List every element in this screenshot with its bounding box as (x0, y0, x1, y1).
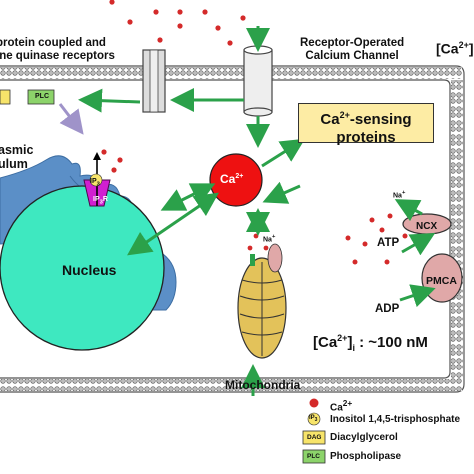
legend-ca-dot (309, 398, 319, 408)
legend-ip3-text: Inositol 1,4,5-trisphosphate (330, 414, 461, 425)
na-mito-label: Na+ (263, 234, 276, 244)
gpcr-receptor-2 (149, 49, 159, 113)
ip3-icon-label: IP3 (90, 178, 100, 188)
plc-box (27, 89, 55, 105)
nucleus (0, 185, 165, 351)
receptor-left-label: protein coupled and ine quinase receptor… (0, 37, 115, 62)
ncx-ca-dots (345, 213, 408, 265)
ip3-receptor (83, 152, 111, 207)
legend-dag-symbol: DAG (307, 434, 322, 441)
legend-plc-box (302, 449, 326, 464)
ca-extracellular-label: [Ca2+] (436, 40, 474, 57)
ca-center-label: Ca2+ (220, 172, 244, 186)
nucleus-label: Nucleus (62, 262, 117, 278)
ncx-label: NCX (416, 221, 438, 232)
legend-ca-text: Ca2+ (330, 398, 353, 414)
adp-label: ADP (375, 303, 400, 315)
receptor-operated-label: Receptor-Operated Calcium Channel (300, 37, 405, 62)
legend-dag-text: Diacylglycerol (330, 432, 398, 443)
ca-intracellular-label: [Ca2+]i : ~100 nM (313, 333, 428, 353)
dag-box (0, 89, 11, 105)
extracellular-ca-dots (109, 0, 246, 46)
cell-membrane (0, 65, 465, 393)
calcium-channel (243, 45, 273, 117)
ip3r-label: IP3R (93, 196, 108, 206)
er-ca-dots (101, 149, 123, 173)
legend-plc-symbol: PLC (307, 453, 320, 460)
plc-membrane-label: PLC (35, 93, 49, 100)
legend-ip3-symbol: IP3 (309, 415, 318, 424)
pmca-label: PMCA (426, 275, 457, 287)
purple-arrow (58, 103, 84, 135)
legend-ip3-icon (307, 412, 321, 426)
er-label: asmic ulum (0, 143, 34, 171)
legend-plc-text: Phospholipase (330, 451, 402, 462)
ca-center-circle (209, 153, 263, 207)
arrows (78, 26, 436, 396)
atp-label: ATP (377, 237, 400, 249)
mitochondria (237, 243, 287, 359)
legend-dag-box (302, 430, 326, 445)
na-ncx-label: Na+ (393, 190, 406, 200)
mitochondria-label: Mitochondria (225, 378, 301, 392)
